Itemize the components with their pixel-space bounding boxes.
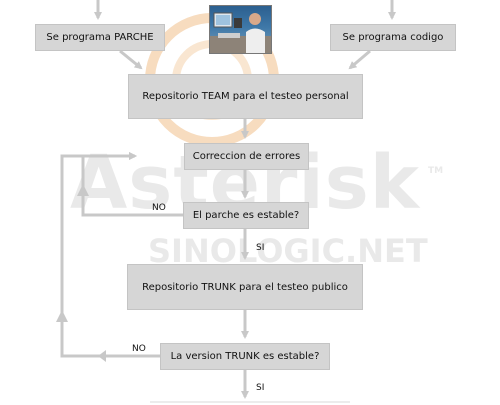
loop-no-version — [60, 152, 160, 358]
loop-arrowhead-inner — [77, 184, 89, 196]
box-repositorio-team: Repositorio TEAM para el testeo personal — [128, 74, 363, 119]
label-si-version: SI — [256, 383, 265, 393]
loop-no-parche — [81, 152, 183, 217]
arrow-codigo-to-team — [348, 49, 371, 70]
box-repositorio-trunk: Repositorio TRUNK para el testeo publico — [127, 264, 363, 310]
box-correccion-errores: Correccion de errores — [184, 143, 309, 170]
box-se-programa-parche: Se programa PARCHE — [35, 24, 165, 51]
box-parche-estable: El parche es estable? — [183, 202, 309, 229]
loop-arrowhead-no2 — [98, 350, 106, 362]
arrow-parche-to-team — [119, 49, 143, 70]
box-se-programa-codigo: Se programa codigo — [330, 24, 456, 51]
watermark-site: SINOLOGIC.NET — [148, 232, 428, 270]
programmer-photo — [209, 5, 272, 54]
watermark-tm: TM — [428, 166, 444, 176]
label-no-version: NO — [132, 344, 146, 354]
label-no-parche: NO — [152, 203, 166, 213]
box-version-trunk-estable: La version TRUNK es estable? — [160, 343, 330, 370]
loop-arrowhead-outer — [56, 310, 68, 322]
label-si-parche: SI — [256, 243, 265, 253]
